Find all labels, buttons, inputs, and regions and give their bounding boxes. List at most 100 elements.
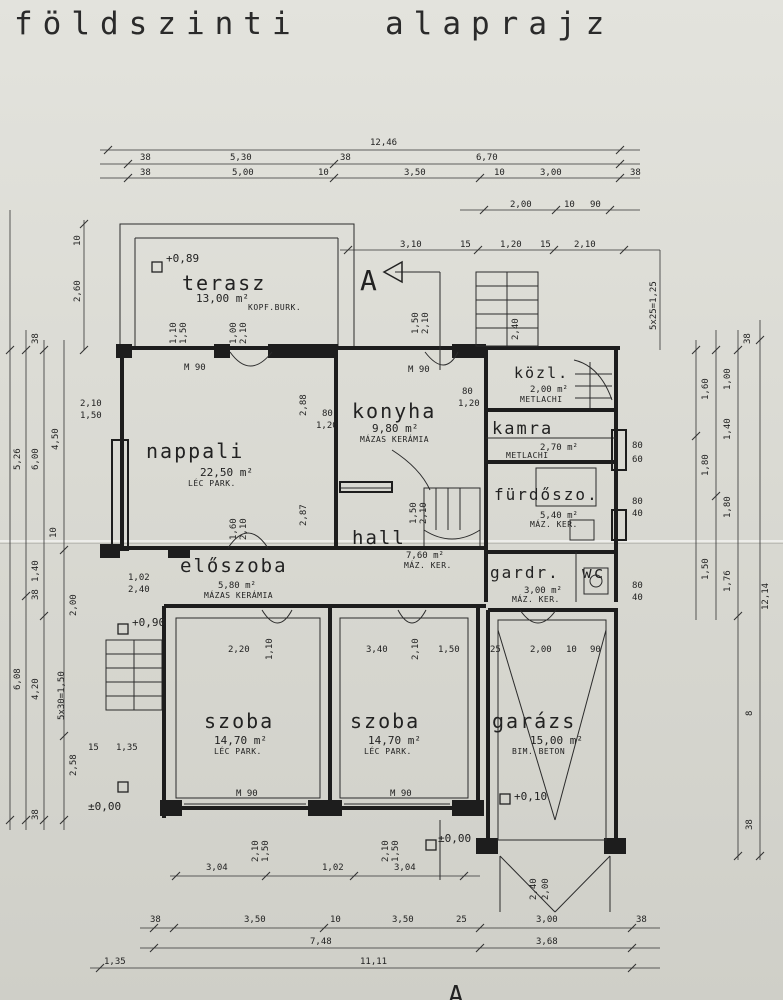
svg-text:2,87: 2,87 [299,504,309,526]
svg-text:2,10: 2,10 [80,399,102,409]
svg-text:1,35: 1,35 [116,743,138,753]
room-name-kozl: közl. [514,364,569,382]
svg-text:38: 38 [140,153,151,163]
svg-text:1,40: 1,40 [31,560,41,582]
svg-text:10: 10 [318,168,329,178]
svg-text:1,50: 1,50 [409,502,419,524]
svg-text:2,00: 2,00 [541,878,551,900]
svg-text:1,10: 1,10 [265,638,275,660]
room-area-szoba-1: 14,70 m² [214,734,267,747]
level-terrace: +0,89 [166,252,199,265]
door-labels: M 90 M 90 M 90 M 90 [184,363,430,799]
svg-text:25: 25 [490,645,501,655]
dim-bottom-overall: 11,11 [360,957,387,967]
room-material-gardr: MÁZ. KER. [512,593,560,604]
dim-top-overall: 12,46 [370,138,397,148]
level-garage: +0,10 [514,790,547,803]
level-outside: ±0,00 [438,832,471,845]
svg-text:1,76: 1,76 [723,570,733,592]
svg-text:2,10: 2,10 [239,322,249,344]
room-name-garazs: garázs [492,709,576,733]
svg-text:38: 38 [31,333,41,344]
dimensions-left: 5,26 6,00 4,50 6,08 4,20 38 1,40 10 2,00… [5,210,150,830]
room-area-terasz: 13,00 m² [196,292,249,305]
svg-text:10: 10 [564,200,575,210]
svg-text:10: 10 [566,645,577,655]
room-area-konyha: 9,80 m² [372,422,418,435]
svg-text:80: 80 [322,409,333,419]
svg-text:1,35: 1,35 [104,957,126,967]
svg-text:25: 25 [456,915,467,925]
svg-text:80: 80 [462,387,473,397]
svg-text:8: 8 [745,711,755,716]
svg-text:10: 10 [494,168,505,178]
svg-text:2,10: 2,10 [411,638,421,660]
walls [100,223,627,913]
svg-text:1,10: 1,10 [169,322,179,344]
svg-text:15: 15 [540,240,551,250]
room-name-konyha: konyha [352,399,436,423]
dimensions-interior: 1,10 1,50 1,00 2,10 1,50 2,10 80 1,20 80… [169,312,601,900]
paper-fold-shadow [0,543,783,544]
room-material-eloszoba: MÁZAS KERÁMIA [204,589,273,600]
svg-text:1,80: 1,80 [701,454,711,476]
svg-text:2,40: 2,40 [529,878,539,900]
svg-text:1,50: 1,50 [391,840,401,862]
svg-text:38: 38 [140,168,151,178]
room-name-wc: wc [582,563,605,582]
room-material-hall: MÁZ. KER. [404,559,452,570]
room-material-terasz: KOPF.BURK. [248,303,301,312]
svg-text:38: 38 [636,915,647,925]
svg-text:90: 90 [590,200,601,210]
svg-text:80: 80 [632,497,643,507]
svg-text:1,20: 1,20 [500,240,522,250]
svg-text:2,40: 2,40 [128,585,150,595]
svg-text:4,20: 4,20 [31,678,41,700]
svg-text:2,00: 2,00 [69,594,79,616]
svg-text:1,50: 1,50 [411,312,421,334]
svg-text:38: 38 [31,809,41,820]
svg-text:1,20: 1,20 [458,399,480,409]
door-label-konyha: M 90 [408,365,430,375]
svg-text:1,00: 1,00 [723,368,733,390]
svg-text:38: 38 [743,333,753,344]
svg-text:3,50: 3,50 [392,915,414,925]
plan-title-part1: földszinti [14,6,301,42]
svg-text:1,02: 1,02 [322,863,344,873]
door-label-szoba-2: M 90 [390,789,412,799]
svg-text:2,00: 2,00 [510,200,532,210]
room-name-szoba-1: szoba [204,709,274,733]
svg-text:1,80: 1,80 [723,496,733,518]
svg-text:1,20: 1,20 [316,421,338,431]
room-name-hall: hall [352,527,406,549]
room-area-szoba-2: 14,70 m² [368,734,421,747]
svg-text:5,30: 5,30 [230,153,252,163]
svg-text:5,00: 5,00 [232,168,254,178]
section-marker-bottom: A [448,981,464,1000]
svg-text:2,10: 2,10 [419,502,429,524]
svg-text:1,02: 1,02 [128,573,150,583]
svg-text:38: 38 [630,168,641,178]
level-entry: +0,90 [132,616,165,629]
svg-text:6,00: 6,00 [31,448,41,470]
room-name-gardr: gardr. [490,563,560,582]
svg-text:38: 38 [31,589,41,600]
svg-text:3,00: 3,00 [536,915,558,925]
room-material-szoba-1: LÉC PARK. [214,745,262,756]
room-area-kamra: 2,70 m² [540,443,578,453]
room-material-szoba-2: LÉC PARK. [364,745,412,756]
svg-text:10: 10 [73,235,83,246]
svg-text:1,00: 1,00 [229,322,239,344]
room-area-hall: 7,60 m² [406,551,444,561]
svg-text:60: 60 [632,455,643,465]
svg-text:2,60: 2,60 [73,280,83,302]
plan-title-part2: alaprajz [385,6,615,42]
svg-text:5x30=1,50: 5x30=1,50 [57,671,67,720]
svg-text:4,50: 4,50 [51,428,61,450]
svg-text:6,08: 6,08 [13,668,23,690]
level-symbols [117,261,511,851]
room-material-furdoszoba: MÁZ. KER. [530,518,578,529]
svg-text:1,50: 1,50 [80,411,102,421]
svg-text:80: 80 [632,581,643,591]
